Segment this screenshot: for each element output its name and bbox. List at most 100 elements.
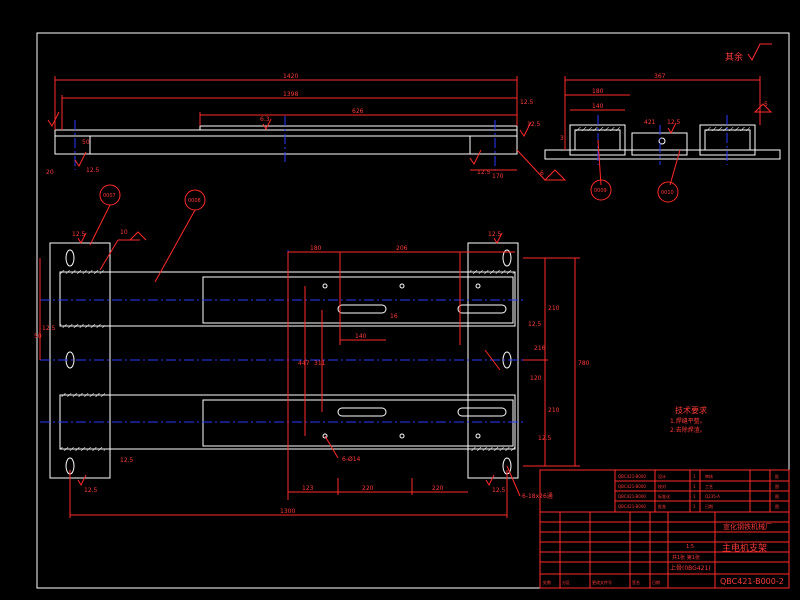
balloon-label: 0007 [103, 193, 116, 199]
dim-421: 421 [644, 119, 656, 126]
roughness-symbol-icon [77, 232, 87, 245]
dim-120: 120 [530, 375, 542, 382]
dim-123: 123 [302, 485, 314, 492]
dim-626: 626 [352, 108, 364, 115]
roughness-symbol-icon [74, 151, 87, 167]
section-hatch [60, 270, 105, 274]
dim-180: 180 [592, 88, 604, 95]
title-row-label: 批准 [658, 503, 666, 509]
revision-label: 日期 [652, 579, 660, 585]
roughness-value: 12.5 [520, 99, 534, 106]
weld-symbol-icon [129, 231, 147, 241]
revision-label: 签名 [632, 579, 640, 585]
weld-symbol-icon [543, 169, 567, 181]
title-row-qty: 1 [693, 474, 696, 479]
title-row-material: 日期 [705, 503, 713, 509]
dim-180: 180 [310, 245, 322, 252]
tech-req-line: 1.焊缝平整。 [670, 417, 706, 425]
scale-value: 1:5 [686, 544, 694, 550]
title-row-code: QBC421-B000 [618, 484, 646, 489]
balloon-label: 0010 [661, 190, 674, 196]
dim-140: 140 [592, 103, 604, 110]
dim-220: 220 [432, 485, 444, 492]
dim-210: 210 [548, 305, 560, 312]
title-row-code: QBC421-B000 [618, 494, 646, 499]
drawing-frame [36, 32, 790, 589]
title-row-label: 标准化 [658, 493, 670, 499]
roughness-symbol-icon [77, 474, 87, 487]
top-view: 1420 1398 626 50 20 170 12.5 6.3 12.5 12… [46, 73, 567, 181]
dim-16: 16 [390, 313, 398, 320]
dim-367: 367 [654, 73, 666, 80]
revision-label: 更改文件号 [592, 579, 612, 585]
roughness-value: 12.5 [538, 435, 552, 442]
title-row-note: 图 [775, 483, 779, 489]
hole-note-right: 6-18x26通 [522, 492, 553, 500]
dim-170: 170 [492, 173, 504, 180]
roughness-symbol-icon [667, 122, 677, 135]
balloon-label: 0009 [594, 188, 607, 194]
part-name: 主电机支架 [722, 542, 767, 554]
side-view: 367 180 140 421 3 12.5 5 0009 0010 [544, 73, 781, 203]
roughness-value: 12.5 [72, 231, 86, 238]
roughness-note: 其余 [725, 51, 743, 63]
title-block: QBC421-B000 设计 1 审核 批 QBC421-B000 校对 1 工… [539, 469, 790, 589]
roughness-symbol-icon [262, 118, 272, 131]
tech-req-line: 2.去除焊渣。 [670, 426, 706, 434]
revision-label: 处数 [543, 579, 551, 585]
hole-note-left: 6-Ø14 [342, 456, 361, 463]
title-row-note: 图 [775, 493, 779, 499]
roughness-value: 12.5 [42, 325, 56, 332]
roughness-value: 12.5 [492, 487, 506, 494]
section-hatch [60, 393, 105, 397]
section-hatch [470, 270, 515, 274]
revision-label: 分区 [562, 579, 570, 585]
dim-50: 50 [34, 333, 42, 340]
title-row-note: 批 [775, 473, 779, 479]
title-row-note: 图 [775, 503, 779, 509]
title-row-code: QBC421-B000 [618, 474, 646, 479]
roughness-value: 12.5 [86, 167, 100, 174]
dim-216: 216 [534, 345, 546, 352]
weld-label: 10 [120, 229, 128, 236]
roughness-value: 6.3 [260, 116, 270, 123]
roughness-value: 12.5 [667, 119, 681, 126]
weld-label: 5 [764, 101, 768, 108]
roughness-value: 12.5 [528, 321, 542, 328]
dim-210: 210 [548, 407, 560, 414]
dim-140: 140 [355, 333, 367, 340]
dim-311: 311 [314, 360, 326, 367]
roughness-value: 12.5 [488, 231, 502, 238]
title-row-qty: 1 [693, 494, 696, 499]
sheet-info: 共1张 第1张 [672, 554, 700, 561]
roughness-symbol-icon [469, 149, 482, 165]
section-hatch [470, 447, 515, 451]
roughness-value: 12.5 [477, 169, 491, 176]
balloon-0008 [184, 189, 206, 211]
dim-50: 50 [82, 139, 90, 146]
title-row-label: 设计 [658, 473, 666, 479]
title-row-label: 校对 [658, 483, 666, 489]
roughness-value: 12.5 [84, 487, 98, 494]
balloon-label: 0008 [188, 198, 201, 204]
balloon-0007 [99, 184, 121, 206]
title-row-qty: 1 [693, 484, 696, 489]
balloon-0009 [590, 179, 612, 201]
technical-requirements: 技术要求 1.焊缝平整。 2.去除焊渣。 [670, 405, 707, 434]
dim-3: 3 [560, 135, 564, 142]
roughness-symbol-icon [519, 121, 532, 137]
roughness-value: 12.5 [527, 121, 541, 128]
roughness-symbol-icon [47, 111, 60, 127]
dim-1398: 1398 [283, 91, 298, 98]
dim-1420: 1420 [283, 73, 298, 80]
title-row-material: 工艺 [705, 484, 713, 489]
roughness-symbol-icon [747, 43, 772, 61]
balloon-0010 [657, 181, 679, 203]
title-row-material: 审核 [705, 473, 713, 479]
dim-1300: 1300 [280, 508, 295, 515]
roughness-symbol-icon [493, 232, 503, 245]
standard-label: 上骨(0BG421) [670, 564, 711, 572]
tech-req-title: 技术要求 [675, 405, 707, 415]
title-row-qty: 1 [693, 504, 696, 509]
